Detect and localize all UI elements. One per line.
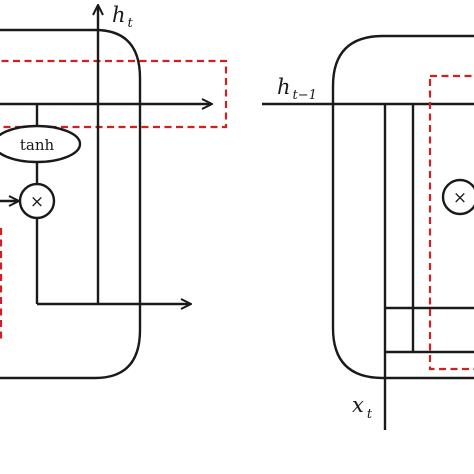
left-lstm-cell: [0, 6, 228, 380]
right-cell-boundary: [331, 34, 474, 380]
right-highlight-box: [428, 74, 474, 371]
right-lstm-cell: [262, 34, 474, 430]
right-multiply-node: [441, 178, 474, 216]
right-multiply-icon: ×: [453, 188, 467, 208]
left-highlight-box: [0, 59, 228, 129]
left-multiply-icon: ×: [30, 192, 44, 212]
left-cell-boundary: [0, 28, 142, 380]
tanh-label: tanh: [20, 136, 55, 154]
